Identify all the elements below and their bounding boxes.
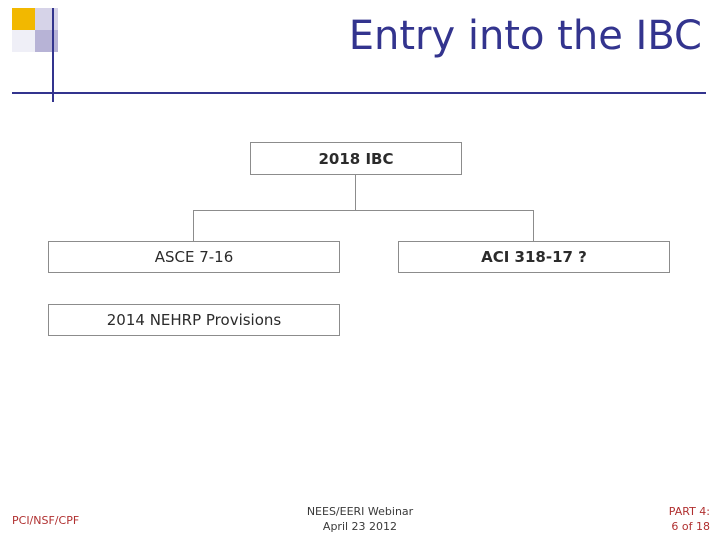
connector-left-down: [193, 210, 194, 241]
connector-right-down: [533, 210, 534, 241]
footer-center: NEES/EERI Webinar April 23 2012: [240, 504, 480, 534]
footer-slide-number: 6 of 18: [671, 520, 710, 533]
header-divider: [12, 92, 706, 94]
footer-part-label: PART 4:: [668, 505, 710, 518]
slide-logo: [12, 8, 82, 102]
footer-event-name: NEES/EERI Webinar: [306, 505, 414, 518]
footer-left-text: PCI/NSF/CPF: [12, 514, 80, 527]
diagram-node-2018-ibc: 2018 IBC: [250, 142, 462, 175]
connector-root-down: [355, 175, 356, 210]
diagram-node-nehrp: 2014 NEHRP Provisions: [48, 304, 340, 336]
footer-event-date: April 23 2012: [322, 520, 398, 533]
diagram-node-asce-7-16: ASCE 7-16: [48, 241, 340, 273]
logo-square-pale: [12, 30, 35, 52]
diagram-node-aci-318-17: ACI 318-17 ?: [398, 241, 670, 273]
connector-horizontal-bus: [193, 210, 533, 211]
logo-vertical-rule: [52, 8, 54, 102]
page-title: Entry into the IBC: [348, 13, 702, 59]
footer-right: PART 4: 6 of 18: [669, 504, 710, 534]
logo-square-gold: [12, 8, 35, 30]
